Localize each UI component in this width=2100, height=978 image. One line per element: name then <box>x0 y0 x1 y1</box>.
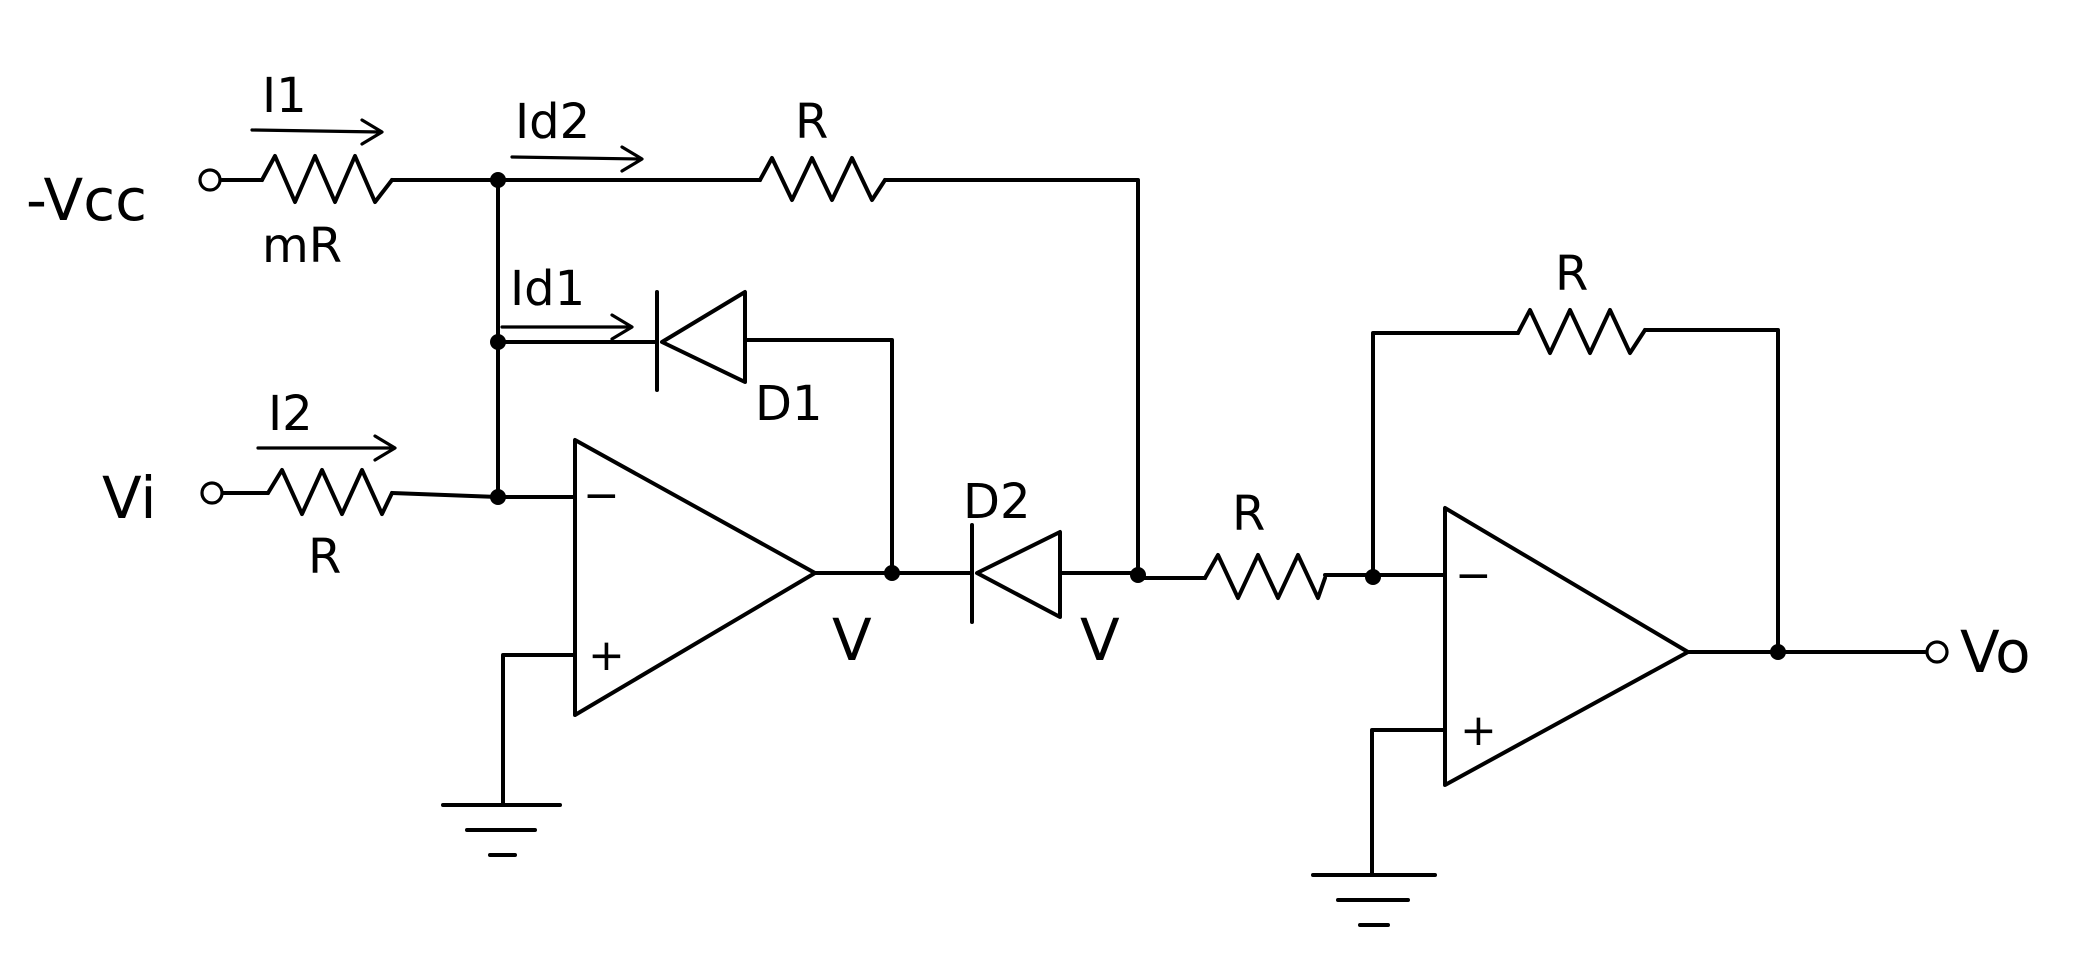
label-op1-minus: − <box>583 470 620 521</box>
op-amps <box>573 438 1690 787</box>
diodes <box>655 290 1062 624</box>
grounds <box>441 803 1437 927</box>
op-amp-2 <box>1443 506 1690 787</box>
ground-symbol-1 <box>441 803 562 857</box>
junction-nodes <box>490 172 1786 660</box>
ground-symbol-2 <box>1311 873 1437 927</box>
node-op2-inverting <box>1365 569 1381 585</box>
arrow-id1 <box>500 313 634 341</box>
resistor-feedback <box>1516 308 1647 355</box>
resistors <box>260 154 1647 600</box>
resistor-in <box>266 468 394 516</box>
label-neg-vcc: -Vcc <box>26 166 147 234</box>
label-resistor-top: R <box>795 94 828 150</box>
label-resistor-feedback: R <box>1555 246 1588 302</box>
wires <box>220 178 1927 877</box>
node-d1-junction <box>490 334 506 350</box>
node-d2-anode <box>1130 567 1146 583</box>
terminal-vi <box>200 481 224 505</box>
label-op2-plus: + <box>1460 705 1497 756</box>
label-current-id2: Id2 <box>515 94 590 150</box>
wire-d1-right <box>743 338 894 575</box>
resistor-mr <box>260 154 394 204</box>
wire-op1-plus-ground <box>501 653 577 807</box>
op-amp-1 <box>573 438 817 717</box>
resistor-mid <box>1203 553 1327 600</box>
terminal-vo <box>1925 640 1949 664</box>
label-resistor-in: R <box>308 529 341 585</box>
node-inverting-junction <box>490 489 506 505</box>
label-op1-plus: + <box>588 630 625 681</box>
resistor-top <box>758 156 887 202</box>
label-voltage-v-d2: V <box>1080 606 1120 674</box>
diode-d2-body <box>975 530 1062 619</box>
terminal-neg-vcc <box>198 168 222 192</box>
current-arrows <box>250 118 644 462</box>
arrow-i1 <box>250 118 384 146</box>
node-vcc-junction <box>490 172 506 188</box>
label-diode-d2: D2 <box>963 474 1031 530</box>
node-op2-output <box>1770 644 1786 660</box>
labels: -Vcc Vi Vo I1 Id2 Id1 I2 mR R R R R D1 D… <box>26 68 2031 756</box>
label-current-i2: I2 <box>268 386 313 442</box>
arrow-i2 <box>256 434 397 462</box>
arrow-id2 <box>510 145 644 173</box>
terminals <box>198 168 1949 664</box>
wire-rtop-to-right <box>883 178 1140 580</box>
label-resistor-mid: R <box>1232 486 1265 542</box>
node-op1-output <box>884 565 900 581</box>
wire-rin-to-bus <box>390 491 577 499</box>
label-current-i1: I1 <box>262 68 307 124</box>
wire-op2-fb-left <box>1371 331 1520 577</box>
label-op2-minus: − <box>1455 550 1492 601</box>
wire-op2-fb-right <box>1643 328 1780 654</box>
label-resistor-mr: mR <box>262 218 342 274</box>
label-vo: Vo <box>1960 618 2031 686</box>
label-diode-d1: D1 <box>755 376 823 432</box>
diode-d1-body <box>660 290 747 384</box>
label-vi: Vi <box>102 464 157 532</box>
wire-op2-plus-ground <box>1370 728 1447 877</box>
label-voltage-v-op1: V <box>832 606 872 674</box>
label-current-id1: Id1 <box>510 261 585 317</box>
